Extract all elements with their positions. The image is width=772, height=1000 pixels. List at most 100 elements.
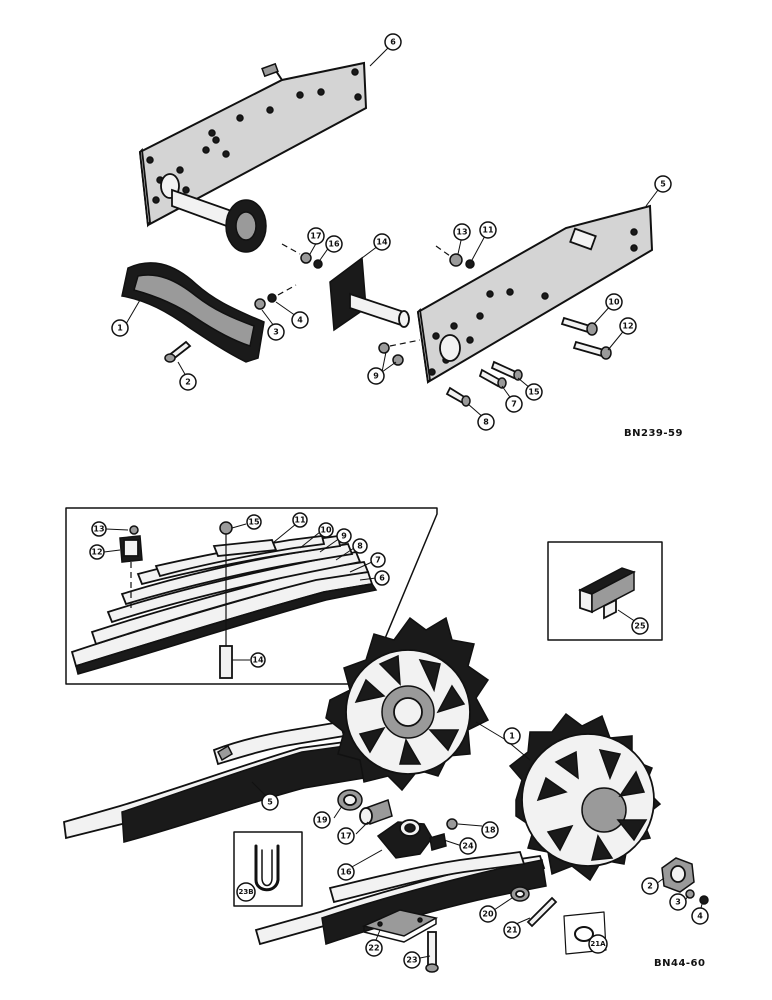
svg-text:15: 15: [248, 518, 260, 527]
callout-1: 1: [111, 319, 129, 337]
guide-nut-washer: [254, 284, 297, 310]
callout-22: 22: [365, 939, 383, 957]
inset-callout-12: 12: [89, 544, 105, 560]
washer-20: [510, 886, 530, 902]
svg-text:4: 4: [297, 316, 303, 325]
inset-callout-15: 15: [246, 514, 262, 530]
callout-3: 3: [267, 323, 285, 341]
inset-callout-6: 6: [374, 570, 390, 586]
svg-text:14: 14: [376, 238, 388, 247]
snap-ring-inset: [563, 911, 607, 955]
hub-nut-group: [661, 857, 709, 905]
top-assembly-figure: 6 5 1 2 3 4 17 16 14 13 11 10 12 9 15 7 …: [111, 33, 683, 439]
svg-text:10: 10: [608, 298, 620, 307]
svg-text:24: 24: [462, 842, 474, 851]
svg-text:8: 8: [357, 542, 363, 551]
svg-text:10: 10: [320, 526, 332, 535]
figure-code-top: BN239-59: [624, 428, 683, 439]
bracket-16: [376, 819, 433, 859]
callout-7: 7: [505, 395, 523, 413]
svg-text:9: 9: [341, 532, 347, 541]
svg-text:3: 3: [273, 328, 279, 337]
svg-text:15: 15: [528, 388, 540, 397]
svg-text:16: 16: [328, 240, 340, 249]
callout-4-bottom: 4: [691, 907, 709, 925]
flange-shaft: [329, 256, 410, 332]
inset-callout-10: 10: [318, 522, 334, 538]
track-guide: [121, 262, 265, 363]
callout-16: 16: [325, 235, 343, 253]
svg-text:23: 23: [406, 956, 417, 965]
leaf-spring-inset: [65, 507, 438, 685]
callout-21: 21: [503, 921, 521, 939]
inset-callout-13: 13: [91, 521, 107, 537]
callout-2-bottom: 2: [641, 877, 659, 895]
svg-text:11: 11: [294, 516, 306, 525]
callout-spring-5: 5: [261, 793, 279, 811]
svg-text:21A: 21A: [590, 940, 606, 948]
svg-text:5: 5: [660, 180, 666, 189]
callout-10: 10: [605, 293, 623, 311]
svg-text:13: 13: [456, 228, 467, 237]
svg-text:4: 4: [697, 912, 703, 921]
svg-text:7: 7: [511, 400, 517, 409]
svg-text:8: 8: [483, 418, 489, 427]
callout-24: 24: [459, 837, 477, 855]
sprocket-right: [508, 712, 662, 882]
top-plate-shaft: [171, 188, 267, 253]
callout-8: 8: [477, 413, 495, 431]
callout-17-bottom: 17: [337, 827, 355, 845]
callout-23: 23: [403, 951, 421, 969]
inset-callout-14: 14: [250, 652, 266, 668]
svg-text:25: 25: [634, 622, 646, 631]
bolt-23: [425, 931, 439, 973]
svg-text:20: 20: [482, 910, 494, 919]
figure-code-bottom: BN44-60: [654, 958, 705, 969]
bolts-10-12: [560, 316, 612, 360]
callout-21A: 21A: [588, 934, 608, 954]
fitting-18-24: [429, 818, 458, 851]
sprocket-left: [325, 616, 490, 792]
inset-callout-8: 8: [352, 538, 368, 554]
callout-sprocket-1: 1: [503, 727, 521, 745]
svg-text:12: 12: [91, 548, 102, 557]
bottom-assembly-figure: 13 12 15 11 10 9 8 7 6 14 25: [63, 507, 709, 973]
u-bolt-inset: [233, 831, 303, 907]
svg-text:6: 6: [379, 574, 385, 583]
callout-18: 18: [481, 821, 499, 839]
bolts-15-7-8: [445, 360, 523, 407]
callout-14: 14: [373, 233, 391, 251]
svg-text:12: 12: [622, 322, 633, 331]
callout-2: 2: [179, 373, 197, 391]
top-side-plate: [138, 61, 368, 228]
svg-text:19: 19: [316, 816, 328, 825]
svg-text:11: 11: [482, 226, 494, 235]
svg-text:14: 14: [252, 656, 264, 665]
svg-text:6: 6: [390, 38, 396, 47]
callout-13: 13: [453, 223, 471, 241]
svg-text:17: 17: [310, 232, 321, 241]
svg-text:2: 2: [647, 882, 653, 891]
svg-text:3: 3: [675, 898, 681, 907]
svg-text:13: 13: [93, 525, 104, 534]
svg-text:21: 21: [506, 926, 518, 935]
guide-bolt: [164, 340, 192, 363]
spring-seat: [361, 909, 439, 943]
svg-text:5: 5: [267, 798, 273, 807]
bushing-17: [359, 799, 393, 825]
callout-11: 11: [479, 221, 497, 239]
inset-callout-7: 7: [370, 552, 386, 568]
svg-text:17: 17: [340, 832, 351, 841]
callout-5: 5: [654, 175, 672, 193]
callout-20: 20: [479, 905, 497, 923]
svg-text:18: 18: [484, 826, 496, 835]
callout-25: 25: [631, 617, 649, 635]
callout-17: 17: [307, 227, 325, 245]
svg-text:23B: 23B: [238, 888, 253, 896]
nut-washer-13-11: [435, 245, 475, 269]
bushing-19: [337, 789, 363, 811]
svg-text:7: 7: [375, 556, 381, 565]
right-side-plate: [416, 204, 654, 384]
svg-text:9: 9: [373, 372, 379, 381]
